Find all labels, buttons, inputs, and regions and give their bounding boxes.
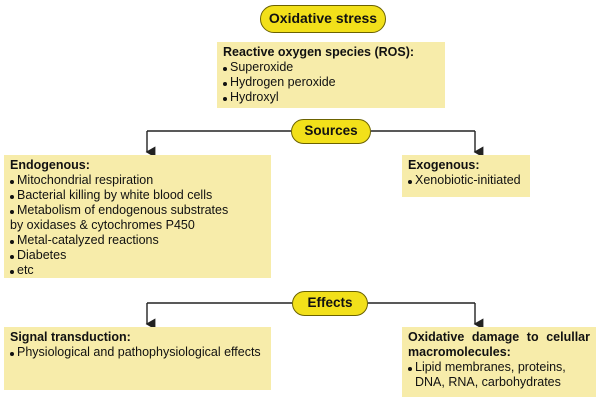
effects-label: Effects [307,295,353,310]
title-text: Oxidative stress [268,10,378,26]
list-item: Bacterial killing by white blood cells [10,188,265,203]
signal-heading: Signal transduction: [10,330,131,344]
exogenous-list: Xenobiotic-initiated [408,173,524,188]
damage-box: Oxidative damage to celullar macromolecu… [402,327,596,397]
exogenous-heading: Exogenous: [408,158,480,172]
exogenous-box: Exogenous: Xenobiotic-initiated [402,155,530,197]
signal-list: Physiological and pathophysiological eff… [10,345,265,360]
list-item: Xenobiotic-initiated [408,173,524,188]
sources-pill: Sources [291,119,371,144]
item-text: Metabolism of endogenous substrates [17,203,229,217]
damage-list: Lipid membranes, proteins, DNA, RNA, car… [408,360,590,390]
list-item: Hydrogen peroxide [223,75,439,90]
title-pill: Oxidative stress [260,5,386,33]
ros-heading: Reactive oxygen species (ROS): [223,45,415,59]
list-item: Diabetes [10,248,265,263]
endogenous-list: Mitochondrial respiration Bacterial kill… [10,173,265,278]
ros-box: Reactive oxygen species (ROS): Superoxid… [217,42,445,108]
signal-box: Signal transduction: Physiological and p… [4,327,271,390]
sources-label: Sources [304,123,358,138]
ros-list: Superoxide Hydrogen peroxide Hydroxyl [223,60,439,105]
effects-pill: Effects [292,291,368,316]
item-continuation: by oxidases & cytochromes P450 [10,218,195,232]
list-item: etc [10,263,265,278]
list-item: Hydroxyl [223,90,439,105]
endogenous-box: Endogenous: Mitochondrial respiration Ba… [4,155,271,278]
list-item: Lipid membranes, proteins, DNA, RNA, car… [408,360,590,390]
list-item: Metal-catalyzed reactions [10,233,265,248]
list-item: Physiological and pathophysiological eff… [10,345,265,360]
list-item: Superoxide [223,60,439,75]
list-item: Mitochondrial respiration [10,173,265,188]
damage-heading: Oxidative damage to celullar macromolecu… [408,330,590,359]
endogenous-heading: Endogenous: [10,158,90,172]
